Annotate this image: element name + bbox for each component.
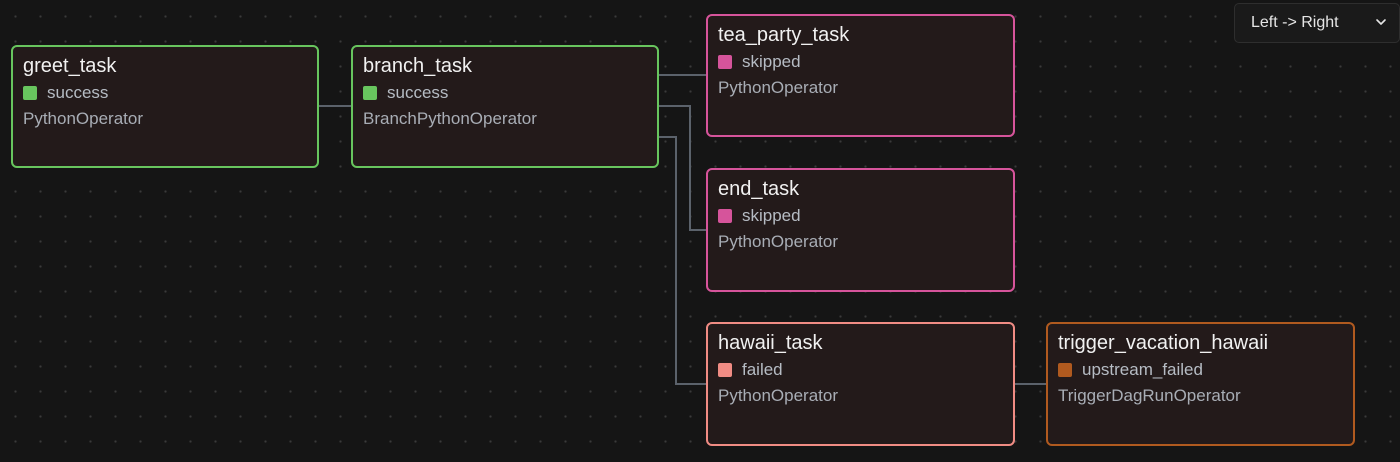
task-name: branch_task	[363, 55, 472, 77]
task-status-label: success	[387, 83, 449, 102]
task-name: hawaii_task	[718, 332, 823, 354]
task-node-end-task[interactable]: end_task skipped PythonOperator	[706, 168, 1015, 292]
layout-direction-value: Left -> Right	[1251, 14, 1339, 31]
task-operator: PythonOperator	[718, 232, 839, 251]
task-name: end_task	[718, 178, 800, 200]
task-status: skipped	[718, 206, 1003, 226]
task-status-label: upstream_failed	[1082, 360, 1203, 379]
task-node-tea-party-task[interactable]: tea_party_task skipped PythonOperator	[706, 14, 1015, 137]
task-operator: PythonOperator	[718, 386, 839, 405]
edge-branch-to-end	[658, 105, 707, 231]
task-status-label: failed	[742, 360, 783, 379]
chevron-down-icon	[1376, 19, 1386, 25]
task-status: success	[363, 83, 647, 103]
task-node-branch-task[interactable]: branch_task success BranchPythonOperator	[351, 45, 659, 168]
layout-direction-select[interactable]: Left -> Right	[1234, 3, 1400, 43]
task-node-hawaii-task[interactable]: hawaii_task failed PythonOperator	[706, 322, 1015, 446]
task-status-label: skipped	[742, 206, 801, 225]
task-node-greet-task[interactable]: greet_task success PythonOperator	[11, 45, 319, 168]
status-swatch	[718, 363, 732, 377]
task-operator: PythonOperator	[718, 78, 839, 97]
task-name: greet_task	[23, 55, 117, 77]
status-swatch	[23, 86, 37, 100]
task-status: skipped	[718, 52, 1003, 72]
task-operator: BranchPythonOperator	[363, 109, 537, 128]
task-name: trigger_vacation_hawaii	[1058, 332, 1269, 354]
task-status: success	[23, 83, 307, 103]
task-status-label: skipped	[742, 52, 801, 71]
task-status: upstream_failed	[1058, 360, 1343, 380]
task-node-trigger-vacation-hawaii[interactable]: trigger_vacation_hawaii upstream_failed …	[1046, 322, 1355, 446]
status-swatch	[718, 55, 732, 69]
edge-branch-to-hawaii	[658, 136, 707, 385]
task-operator: PythonOperator	[23, 109, 144, 128]
status-swatch	[363, 86, 377, 100]
task-status: failed	[718, 360, 1003, 380]
status-swatch	[1058, 363, 1072, 377]
task-name: tea_party_task	[718, 24, 850, 46]
task-status-label: success	[47, 83, 109, 102]
status-swatch	[718, 209, 732, 223]
task-operator: TriggerDagRunOperator	[1058, 386, 1241, 405]
